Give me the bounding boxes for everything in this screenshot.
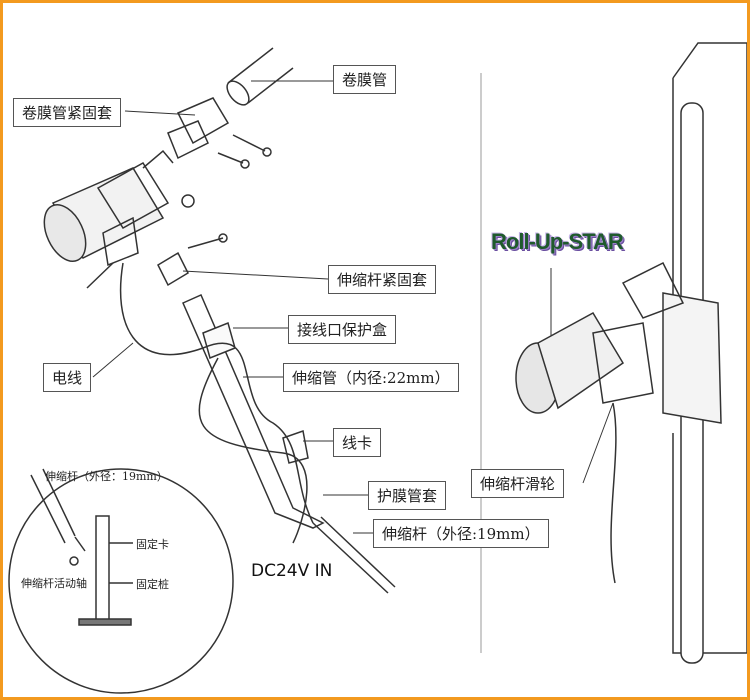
film-tube-drawing: [226, 47, 294, 106]
inset-label-rod: 伸缩杆（外径：19mm）: [45, 470, 168, 483]
label-film-tube: 卷膜管: [333, 65, 397, 94]
inset-detail-drawing: [8, 468, 234, 694]
label-rod-clamp: 伸缩杆紧固套: [328, 265, 437, 294]
inset-label-pivot: 伸缩杆活动轴: [21, 577, 87, 590]
power-input-label: DC24V IN: [251, 561, 333, 581]
brand-logo: Roll-Up-STAR: [491, 229, 624, 254]
label-wire: 电线: [43, 363, 92, 392]
label-film-tube-clamp: 卷膜管紧固套: [13, 98, 122, 127]
label-telescopic-rod: 伸缩杆（外径:19mm）: [373, 519, 549, 548]
motor-drawing: [43, 149, 195, 289]
label-film-tube-sleeve: 护膜管套: [368, 481, 447, 510]
label-junction-box: 接线口保护盒: [288, 315, 397, 344]
telescopic-tube-drawing: [182, 294, 396, 594]
label-wire-clip: 线卡: [333, 428, 382, 457]
inset-label-fixing-clip: 固定卡: [136, 538, 169, 551]
inset-label-fixing-post: 固定桩: [136, 578, 169, 591]
wire: [119, 262, 314, 524]
rod-clamp-drawing: [157, 251, 189, 287]
installation-drawing: [515, 42, 747, 664]
label-rod-pulley: 伸缩杆滑轮: [471, 469, 565, 498]
mechanism-drawing: [8, 42, 747, 694]
label-telescopic-tube: 伸缩管（内径:22mm）: [283, 363, 459, 392]
leader-lines: [92, 80, 614, 534]
clamp-drawing: [167, 97, 272, 169]
